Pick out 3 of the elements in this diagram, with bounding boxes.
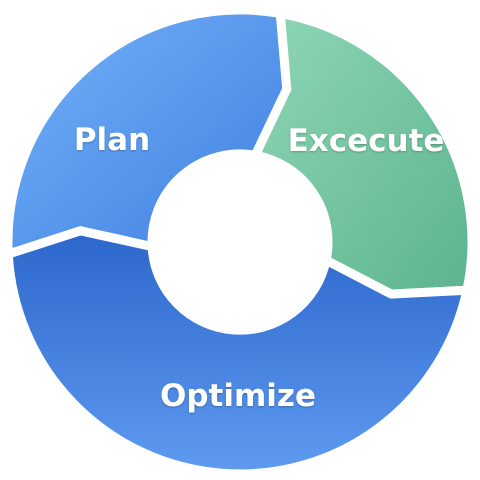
segment-label: Plan [74, 122, 150, 158]
segment-label: Excecute [288, 123, 444, 159]
segment-label: Optimize [160, 378, 316, 414]
